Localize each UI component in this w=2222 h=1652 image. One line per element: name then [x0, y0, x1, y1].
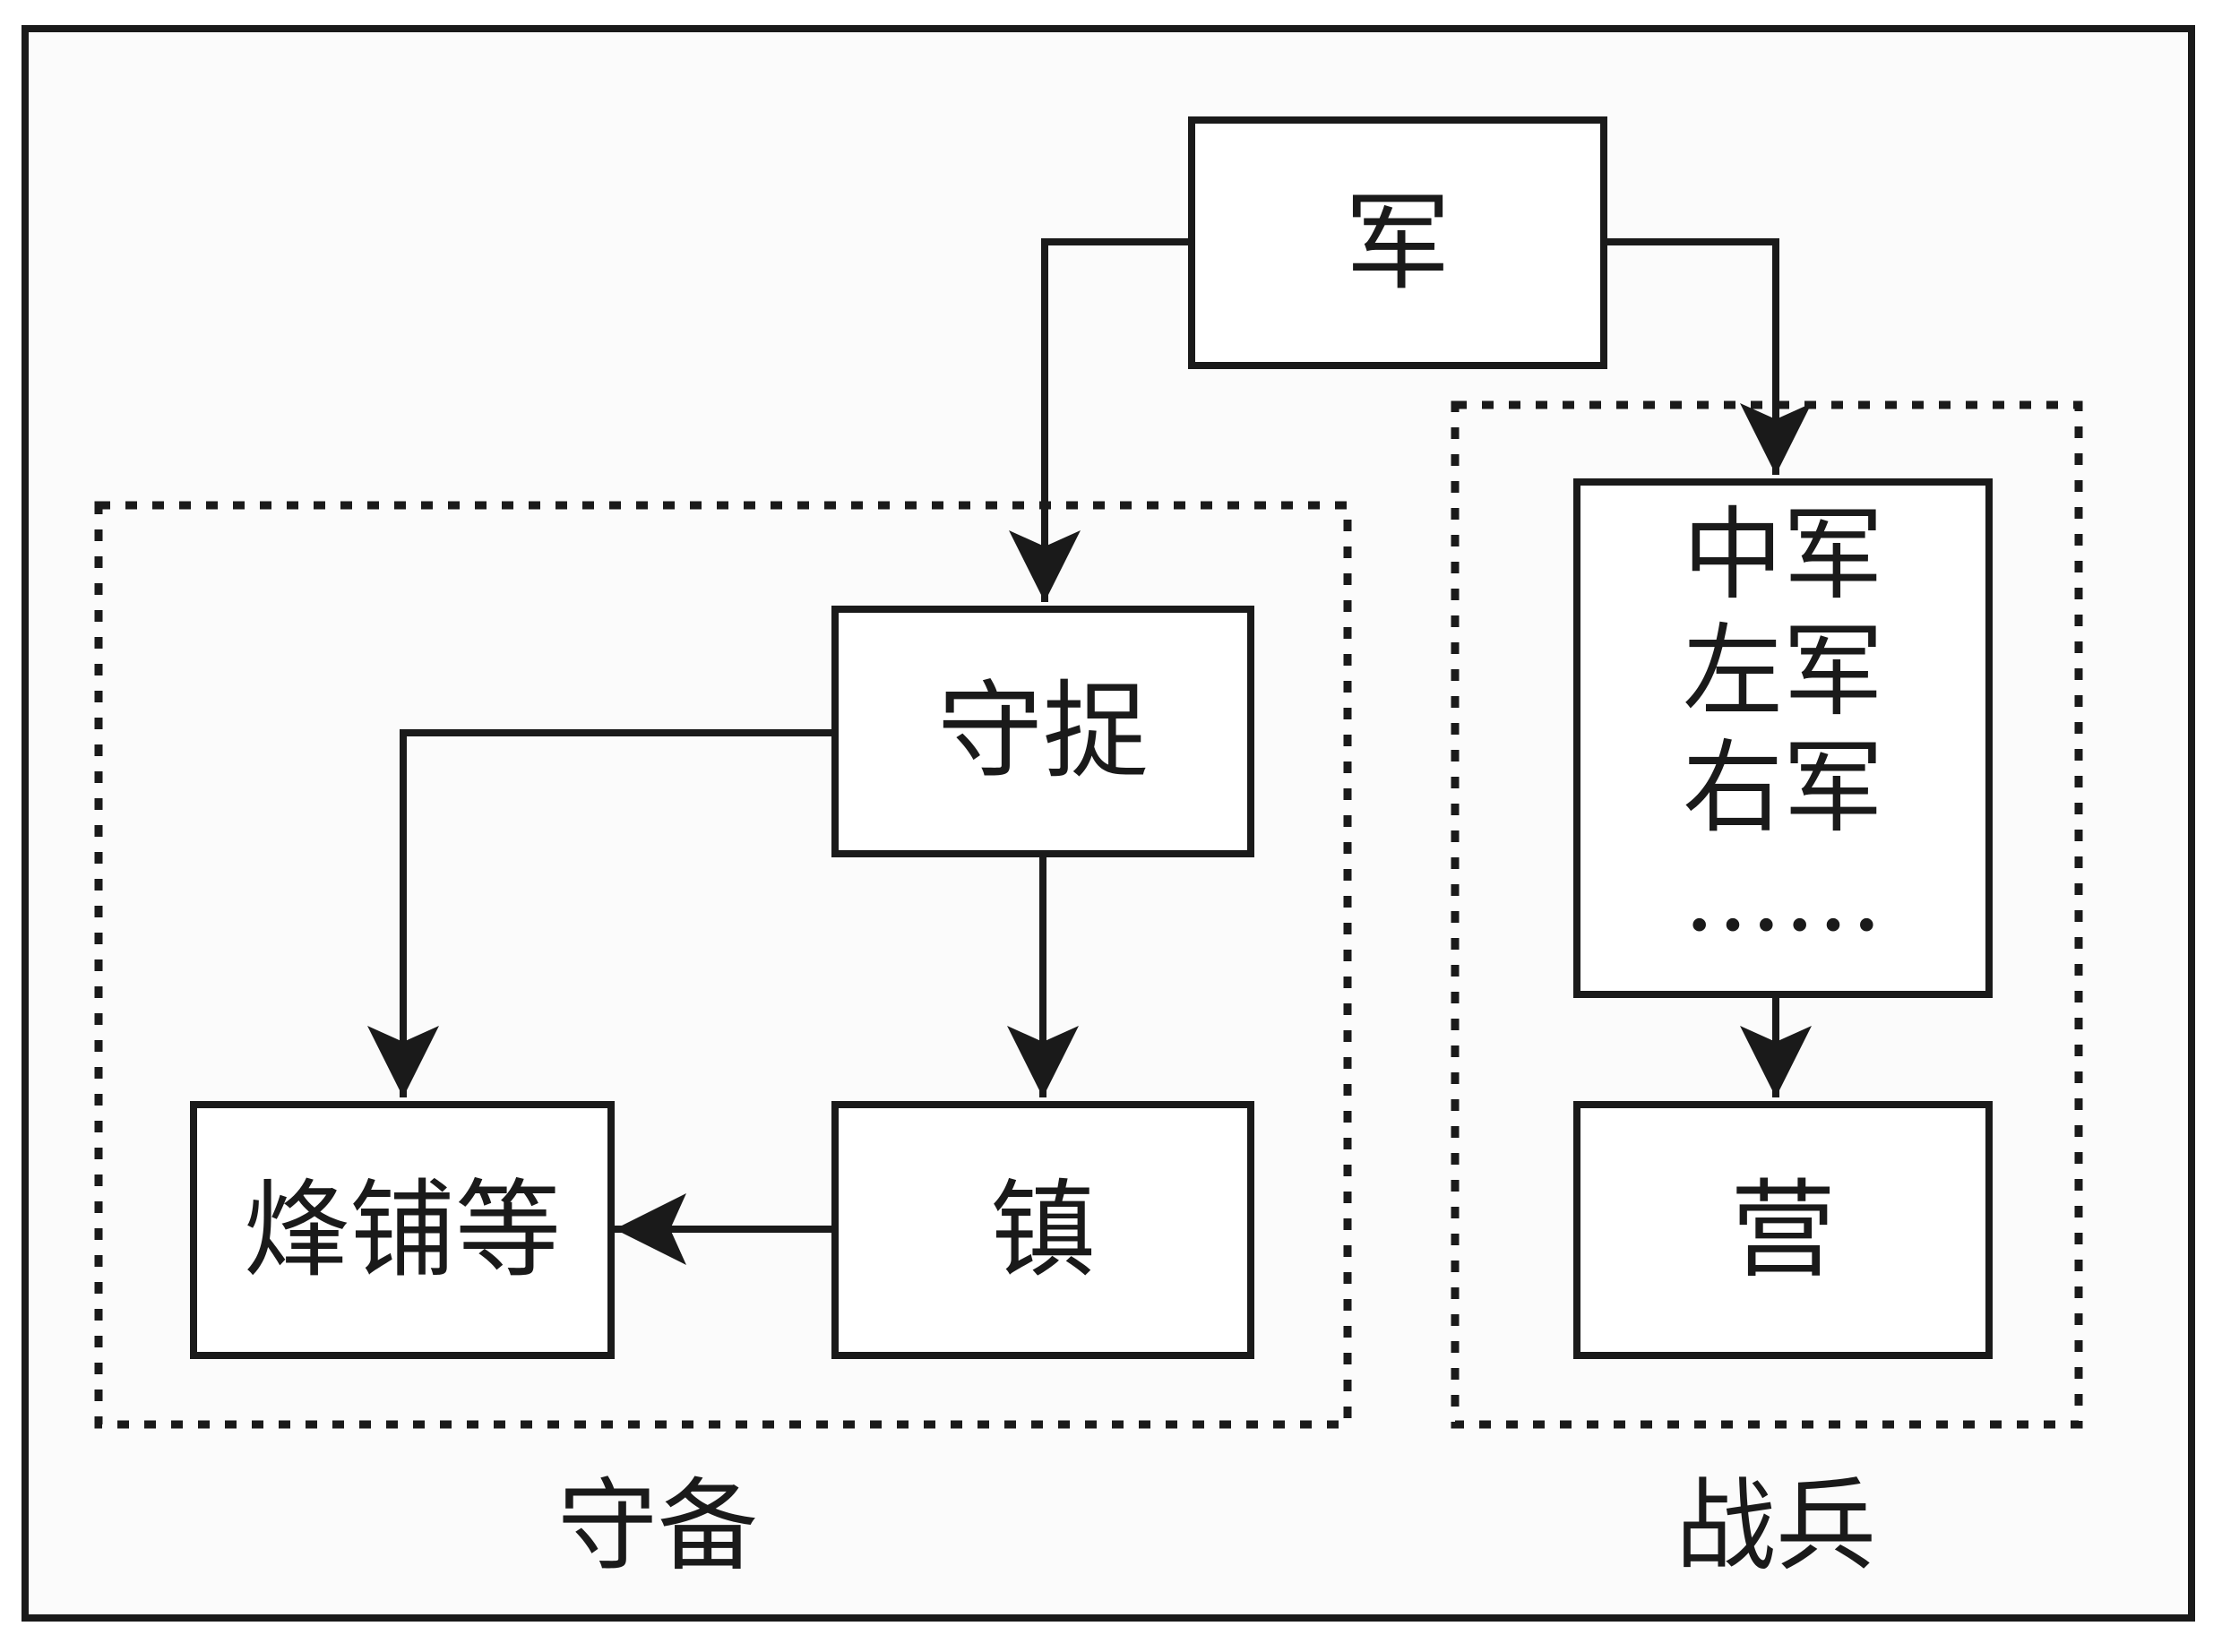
fengpu-box — [190, 1101, 615, 1359]
army-list-item: 中军 — [1683, 497, 1883, 614]
fengpu-label: 烽铺等 — [244, 1168, 561, 1292]
boxes — [190, 116, 1993, 1359]
shouzhuo-box — [831, 606, 1254, 857]
zhen-label: 镇 — [990, 1168, 1096, 1292]
camp-box — [1573, 1101, 1993, 1359]
defense-group-outline — [94, 501, 1352, 1429]
army-list-ellipsis: …… — [1683, 838, 1883, 954]
shouzhuo-label: 守捉 — [937, 669, 1149, 793]
army-label: 军 — [1345, 181, 1451, 305]
army-list-item: 右军 — [1683, 730, 1883, 847]
arrow-army-to-shouzhuo — [1009, 238, 1192, 602]
army-box — [1188, 116, 1607, 369]
arrow-army-to-combat — [1604, 238, 1812, 475]
combat-group-label: 战兵 — [1675, 1468, 1876, 1585]
zhen-box — [831, 1101, 1254, 1359]
defense-group-label: 守备 — [557, 1468, 758, 1585]
army-list-item: 左军 — [1683, 614, 1883, 730]
connectors — [367, 238, 1812, 1265]
army-list-box — [1573, 478, 1993, 998]
combat-group-outline — [1451, 400, 2083, 1429]
arrow-shouzhuo-to-fengpu — [367, 729, 835, 1097]
camp-label: 营 — [1730, 1168, 1836, 1292]
